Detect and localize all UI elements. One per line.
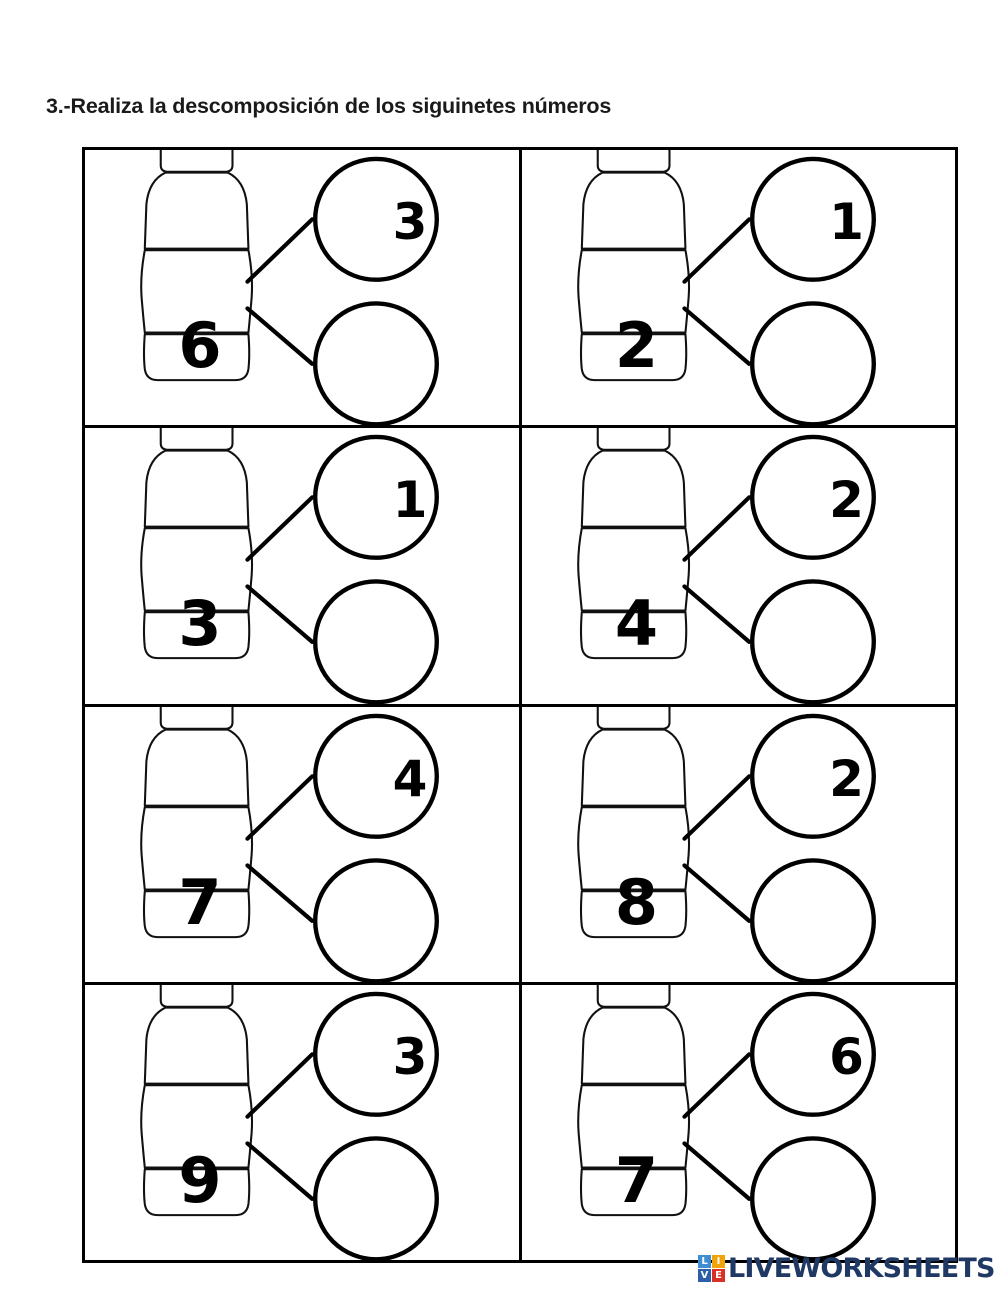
part-circle-top	[313, 713, 439, 839]
bottle-icon	[576, 706, 690, 938]
connector-line-bottom	[681, 862, 751, 923]
part-circle-top	[313, 434, 439, 561]
connector-line-top	[681, 217, 751, 284]
part-circle-bottom	[749, 579, 876, 704]
connector-line-bottom	[681, 306, 751, 366]
part-circle-bottom	[313, 579, 439, 704]
logo-tile-l: L	[698, 1254, 711, 1268]
bottle-icon	[140, 984, 254, 1216]
part-circle-top	[749, 434, 876, 561]
part-circle-top	[313, 991, 439, 1117]
connector-line-bottom	[245, 862, 315, 923]
number-bond-diagram	[140, 984, 439, 1260]
bottle-icon	[140, 706, 254, 938]
number-bond-diagram	[140, 706, 439, 982]
connector-line-bottom	[245, 306, 315, 366]
bottle-icon	[576, 984, 690, 1216]
part-circle-top	[313, 156, 439, 282]
connector-line-top	[245, 1051, 315, 1119]
part-circle-top	[749, 156, 876, 282]
part-circle-bottom	[749, 1136, 876, 1260]
connector-line-top	[245, 495, 315, 563]
part-circle-bottom	[313, 1136, 439, 1260]
number-bond-diagram	[576, 706, 876, 982]
number-bond-diagram	[140, 428, 439, 704]
connector-line-bottom	[681, 1141, 751, 1201]
connector-line-top	[681, 1051, 751, 1119]
bottle-icon	[140, 428, 254, 660]
part-circle-bottom	[313, 301, 439, 426]
connector-line-top	[245, 217, 315, 284]
part-circle-bottom	[313, 857, 439, 982]
logo-tile-e: E	[712, 1268, 725, 1282]
part-circle-top	[749, 713, 876, 839]
connector-line-top	[245, 773, 315, 841]
liveworksheets-wordmark: LIVEWORKSHEETS	[728, 1252, 995, 1284]
number-bond-diagram	[140, 150, 439, 426]
connector-line-bottom	[245, 1141, 315, 1201]
bottle-icon	[576, 150, 690, 382]
part-circle-top	[749, 991, 876, 1117]
connector-line-top	[681, 773, 751, 841]
connector-line-bottom	[245, 584, 315, 645]
number-bond-diagram	[576, 984, 876, 1260]
connector-line-top	[681, 495, 751, 563]
bottle-icon	[140, 150, 254, 382]
number-bond-diagram	[576, 428, 876, 704]
connector-line-bottom	[681, 584, 751, 645]
bottle-icon	[576, 428, 690, 660]
part-circle-bottom	[749, 857, 876, 982]
number-bond-diagram	[576, 150, 876, 426]
page-title: 3.-Realiza la descomposición de los sigu…	[46, 94, 612, 119]
logo-tile-v: V	[698, 1268, 711, 1282]
logo-tile-i: I	[712, 1254, 725, 1268]
part-circle-bottom	[749, 301, 876, 426]
